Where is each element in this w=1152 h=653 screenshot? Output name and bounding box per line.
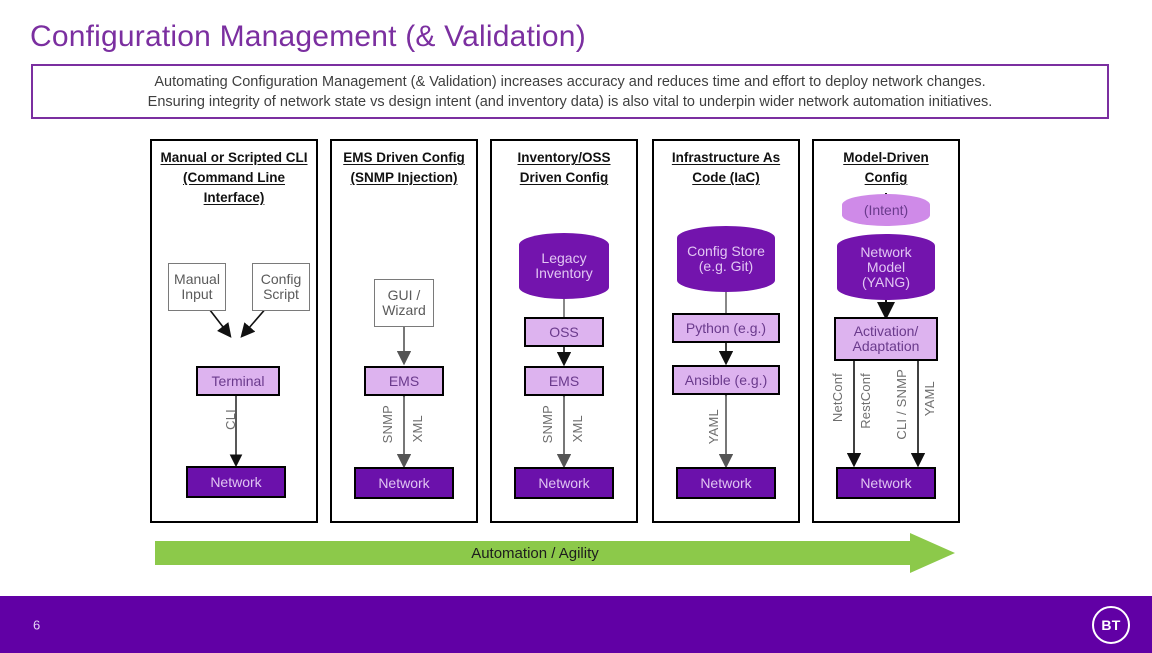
node-label: Network — [700, 474, 752, 491]
edge-label-netconf: NetConf — [830, 373, 845, 423]
column-title-line: Model-Driven — [843, 150, 929, 165]
node-label: EMS — [388, 372, 420, 389]
node-ems: EMS — [524, 366, 604, 396]
column-ems-driven: EMS Driven Config (SNMP Injection) — [330, 139, 478, 523]
bt-logo-icon: BT — [1092, 605, 1130, 644]
node-ems: EMS — [364, 366, 444, 396]
column2-connectors — [396, 296, 412, 469]
column3-connectors — [556, 296, 572, 469]
node-gui-wizard: GUI / Wizard — [374, 279, 434, 327]
edge-label-xml: XML — [410, 415, 425, 443]
node-label: Python (e.g.) — [685, 319, 767, 336]
node-label: Ansible (e.g.) — [684, 371, 768, 388]
edge-label-restconf: RestConf — [858, 373, 873, 429]
edge-label-cli-snmp: CLI / SNMP — [894, 369, 909, 440]
page-number: 6 — [33, 617, 41, 632]
node-label: Network — [210, 473, 262, 490]
footer-bar: 6 BT — [0, 596, 1152, 653]
node-label: (Intent) — [863, 201, 909, 218]
node-intent: (Intent) — [842, 194, 930, 226]
bt-logo-text: BT — [1101, 616, 1121, 633]
node-label: Legacy Inventory — [535, 250, 593, 281]
green-arrow-shape — [155, 533, 955, 573]
node-network: Network — [676, 467, 776, 499]
column-title-line: Interface) — [203, 190, 265, 205]
node-config-script: Config Script — [252, 263, 310, 311]
approach-columns: Manual or Scripted CLI (Command Line Int… — [150, 139, 962, 523]
node-legacy-inventory: Legacy Inventory — [519, 233, 609, 299]
edge-label-snmp: SNMP — [540, 405, 555, 444]
node-network: Network — [186, 466, 286, 498]
node-label: GUI / Wizard — [382, 287, 426, 318]
node-network-model: Network Model (YANG) — [837, 234, 935, 300]
column-iac: Infrastructure As Code (IaC) — [652, 139, 800, 523]
summary-callout: Automating Configuration Management (& V… — [31, 64, 1109, 119]
node-label: Network — [378, 474, 430, 491]
column-title-line: (Command Line — [182, 170, 285, 185]
column-model-driven: Model-Driven Config — [812, 139, 960, 523]
node-label: Network — [860, 474, 912, 491]
column-title-iac: Infrastructure As Code (IaC) — [654, 148, 798, 188]
edge-label-xml: XML — [570, 415, 585, 443]
column-inventory-oss: Inventory/OSS Driven Config — [490, 139, 638, 523]
node-python: Python (e.g.) — [672, 313, 780, 343]
column-manual-cli: Manual or Scripted CLI (Command Line Int… — [150, 139, 318, 523]
node-network: Network — [354, 467, 454, 499]
node-network: Network — [836, 467, 936, 499]
automation-agility-arrow: Automation / Agility — [155, 533, 955, 573]
node-oss: OSS — [524, 317, 604, 347]
node-ansible: Ansible (e.g.) — [672, 365, 780, 395]
edge-label-cli: CLI — [223, 409, 238, 430]
column-title-manual-cli: Manual or Scripted CLI (Command Line Int… — [152, 148, 316, 208]
page-title: Configuration Management (& Validation) — [30, 20, 586, 53]
node-label: Activation/ Adaptation — [852, 323, 920, 354]
node-label: Terminal — [211, 372, 265, 389]
node-manual-input: Manual Input — [168, 263, 226, 311]
node-activation-adaptation: Activation/ Adaptation — [834, 317, 938, 361]
edge-label-snmp: SNMP — [380, 405, 395, 444]
column-title-inventory-oss: Inventory/OSS Driven Config — [492, 148, 636, 188]
callout-line-1: Automating Configuration Management (& V… — [154, 73, 986, 90]
column-title-line: Inventory/OSS — [517, 150, 611, 165]
node-label: Manual Input — [174, 271, 220, 302]
edge-label-yaml: YAML — [706, 409, 721, 445]
column-title-line: Manual or Scripted CLI — [160, 150, 308, 165]
column-title-line: Config — [864, 170, 908, 185]
automation-agility-label: Automation / Agility — [471, 544, 599, 562]
column-title-ems-driven: EMS Driven Config (SNMP Injection) — [332, 148, 476, 188]
node-label: Config Store (e.g. Git) — [687, 243, 765, 274]
column-title-line: (SNMP Injection) — [350, 170, 458, 185]
node-label: EMS — [548, 372, 580, 389]
edge-label-yaml: YAML — [922, 381, 937, 417]
node-label: Config Script — [260, 271, 302, 302]
column-title-line: Driven Config — [519, 170, 609, 185]
column-title-line: Code (IaC) — [692, 170, 760, 185]
callout-line-2: Ensuring integrity of network state vs d… — [147, 93, 993, 110]
node-config-store: Config Store (e.g. Git) — [677, 226, 775, 292]
column-title-line: EMS Driven Config — [343, 150, 465, 165]
node-label: Network Model (YANG) — [860, 243, 912, 290]
column1-connectors — [195, 291, 281, 468]
node-label: Network — [538, 474, 590, 491]
node-network: Network — [514, 467, 614, 499]
node-terminal: Terminal — [196, 366, 280, 396]
node-label: OSS — [549, 323, 579, 340]
column-title-line: Infrastructure As — [671, 150, 781, 165]
column4-connectors — [718, 289, 734, 469]
column-title-model-driven: Model-Driven Config — [814, 148, 958, 188]
